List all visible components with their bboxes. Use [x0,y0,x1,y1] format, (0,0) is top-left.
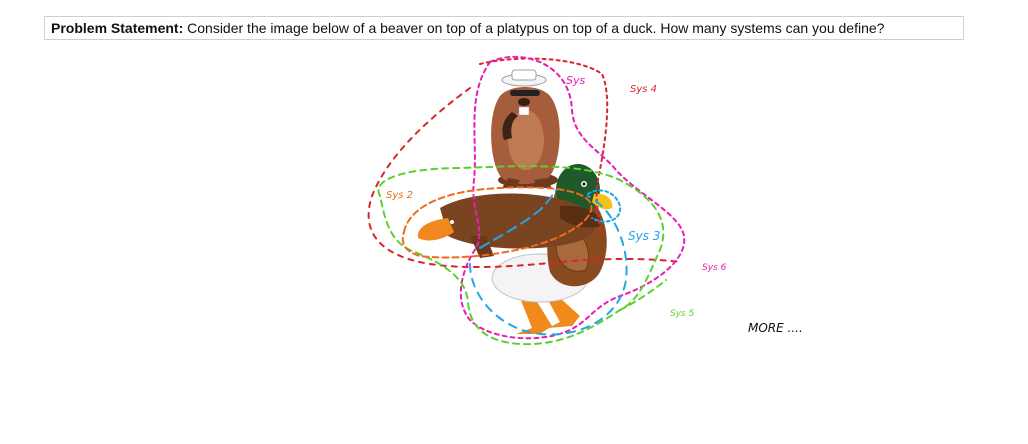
duck-beak [592,193,613,210]
beaver-illustration [491,69,560,188]
label-sys4: Sys 4 [630,84,657,95]
beaver-belly [508,110,544,170]
label-sys6: Sys 6 [702,263,727,273]
duck-foot-left [516,298,552,334]
problem-text: Consider the image below of a beaver on … [187,20,885,36]
label-sys2: Sys 2 [386,190,413,201]
platypus-bill [417,218,454,241]
problem-statement: Problem Statement: Consider the image be… [44,16,964,40]
label-sys3: Sys 3 [628,229,660,243]
beaver-teeth [518,106,530,116]
system-blue-inner [479,189,557,249]
duck-pupil [582,182,586,186]
system-green-tail [619,279,667,311]
platypus-eye [450,220,454,224]
beaver-pipe [502,112,518,140]
beaver-hat-top [511,69,537,81]
system-green-boundary [377,165,665,346]
duck-foot-right [548,298,580,328]
system-blue-boundary [469,195,628,336]
system-red-outer-boundary [367,87,681,269]
label-sys5: Sys 5 [670,309,695,319]
system-blue-beak-loop [587,189,622,223]
system-magenta-boundary [459,55,686,340]
system-orange-boundary [401,186,593,259]
beaver-feet [502,178,552,188]
beaver-sunglasses [510,90,540,96]
label-more: MORE .... [748,321,803,335]
beaver-nose [518,98,530,106]
label-sys1: Sys [566,74,585,87]
problem-label: Problem Statement: [51,20,184,36]
